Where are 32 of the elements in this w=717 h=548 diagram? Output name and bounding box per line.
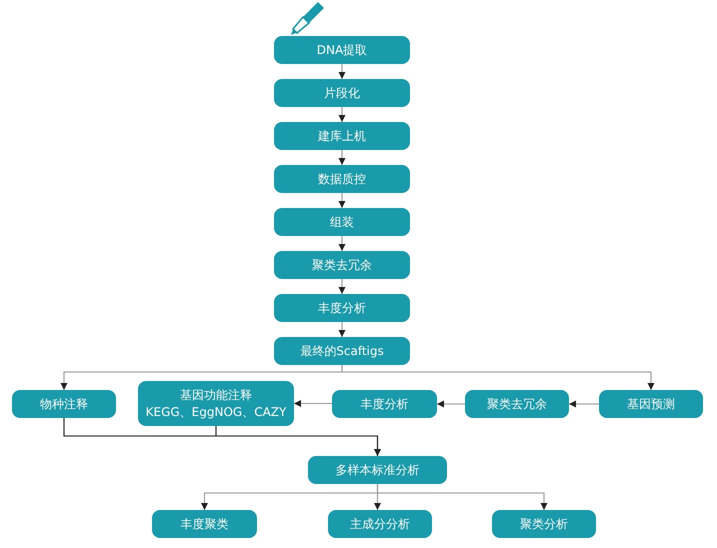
process-box: 数据质控 (274, 165, 410, 193)
arrow (376, 484, 548, 510)
process-box: 聚类去冗余 (465, 390, 569, 418)
arrow (294, 400, 332, 407)
process-box: 丰度聚类 (152, 510, 257, 538)
process-box: 组装 (274, 208, 410, 236)
process-box: 主成分分析 (328, 510, 432, 538)
process-box: 聚类分析 (492, 510, 596, 538)
arrow (569, 400, 599, 408)
box-text: KEGG、EggNOG、CAZY (146, 404, 286, 420)
box-text: 基因功能注释 (180, 386, 252, 404)
process-box: 丰度分析 (274, 294, 410, 322)
arrow (338, 322, 346, 337)
arrow (338, 64, 346, 79)
process-box: 基因预测 (599, 390, 703, 418)
arrow (437, 400, 465, 408)
arrow (338, 279, 346, 294)
process-box: DNA提取 (274, 36, 410, 64)
arrow (341, 365, 654, 390)
arrow (338, 107, 346, 122)
process-box: 建库上机 (274, 122, 410, 150)
process-box: 多样本标准分析 (308, 456, 447, 484)
process-box: 最终的Scaftigs (274, 337, 410, 365)
process-box: 丰度分析 (332, 390, 437, 418)
arrow (338, 150, 346, 165)
arrow (338, 193, 346, 208)
arrow (338, 236, 346, 251)
arrow (215, 426, 381, 456)
process-box: 片段化 (274, 79, 410, 107)
process-box (138, 381, 294, 426)
process-box: 聚类去冗余 (274, 251, 410, 279)
process-box: 物种注释 (12, 390, 116, 418)
